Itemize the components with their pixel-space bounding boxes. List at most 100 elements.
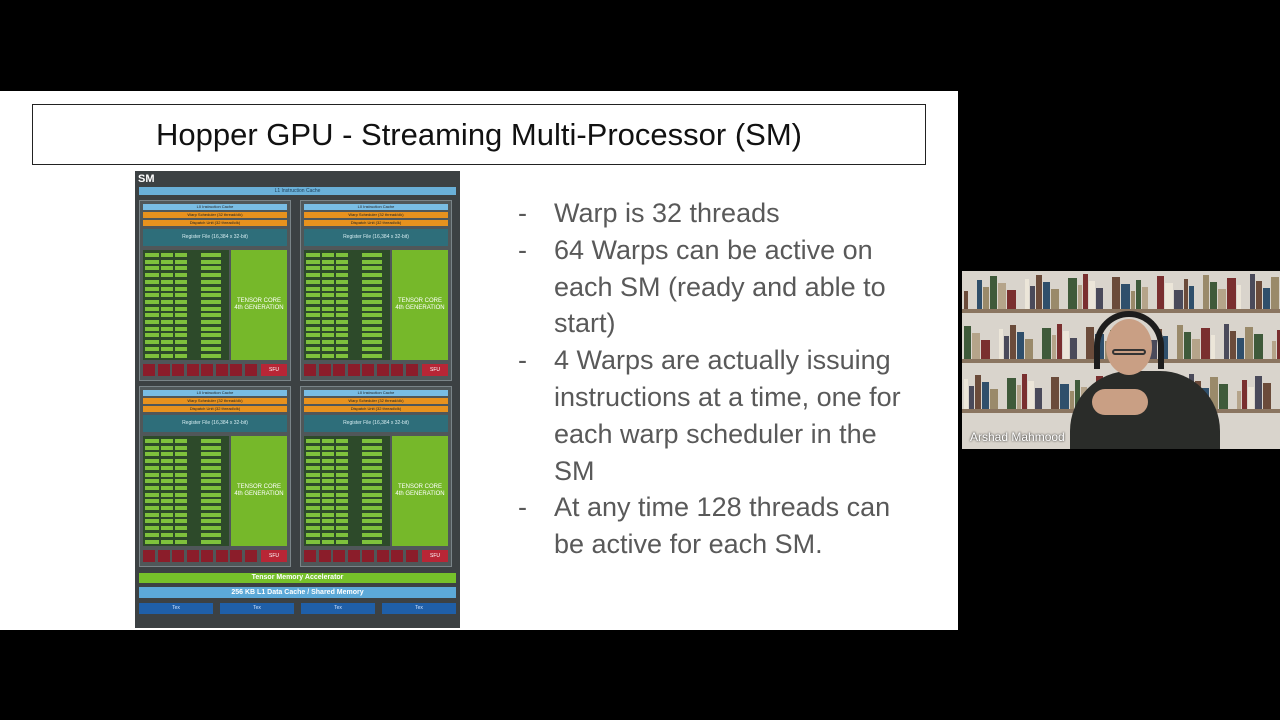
alu-cell [362, 445, 382, 450]
book [1068, 278, 1077, 309]
alu-cell [145, 459, 159, 464]
alu-cell [322, 340, 334, 345]
alu-cell [336, 279, 348, 284]
alu-cell [201, 459, 221, 464]
alu-cell [362, 279, 382, 284]
book [1165, 283, 1173, 309]
alu-cell [201, 472, 221, 477]
ld-st-unit [405, 364, 418, 376]
alu-cell [362, 353, 382, 358]
alu-cell [161, 532, 173, 537]
alu-cell [336, 519, 348, 524]
alu-cell [161, 452, 173, 457]
alu-cell [322, 286, 334, 291]
dispatch-unit: Dispatch Unit (32 thread/clk) [304, 406, 448, 412]
book [1112, 277, 1120, 309]
alu-cell [161, 439, 173, 443]
alu-cell [306, 465, 320, 470]
book [1022, 374, 1027, 409]
bullet-item: Warp is 32 threads [518, 195, 918, 232]
sm-diagram: SM L1 Instruction Cache L0 Instruction C… [135, 171, 460, 628]
alu-cell [336, 479, 348, 484]
alu-cell [201, 485, 221, 490]
bullet-item: 4 Warps are actually issuing instruction… [518, 342, 918, 489]
ld-st-unit [362, 364, 374, 376]
slide-title: Hopper GPU - Streaming Multi-Processor (… [156, 116, 802, 152]
alu-cell [336, 492, 348, 497]
book [1025, 279, 1029, 309]
book [998, 283, 1006, 309]
bullet-item: At any time 128 threads can be active fo… [518, 489, 918, 563]
dispatch-unit: Dispatch Unit (32 thread/clk) [143, 406, 287, 412]
alu-cell [145, 439, 159, 443]
alu-cell [322, 512, 334, 517]
ld-st-unit [318, 364, 331, 376]
alu-cell [201, 452, 221, 457]
ld-st-unit [157, 364, 170, 376]
alu-cell [306, 340, 320, 345]
alu-cell [201, 479, 221, 484]
book [1035, 388, 1042, 409]
book [1242, 380, 1247, 409]
book [1007, 378, 1016, 409]
register-file: Register File (16,384 x 32-bit) [304, 415, 448, 432]
book [1052, 335, 1056, 359]
alu-cell [161, 459, 173, 464]
alu-cell [322, 445, 334, 450]
alu-cell [322, 452, 334, 457]
alu-cell [161, 320, 173, 324]
alu-cell [161, 445, 173, 450]
alu-cell [362, 299, 382, 304]
alu-cell [322, 266, 334, 271]
ld-st-unit [201, 364, 213, 376]
book [983, 287, 989, 309]
alu-cell [362, 293, 382, 298]
ld-st-units [304, 364, 420, 376]
alu-cell [201, 320, 221, 324]
ld-st-unit [244, 550, 257, 562]
alu-cell [306, 526, 320, 531]
alu-cell [362, 479, 382, 484]
alu-cell [362, 452, 382, 457]
alu-cell [336, 472, 348, 477]
alu-cell [145, 299, 159, 304]
l0-instruction-cache: L0 Instruction Cache [143, 204, 287, 210]
alu-cell [336, 465, 348, 470]
tensor-core-label: TENSOR CORE [236, 484, 281, 490]
book [1078, 285, 1082, 309]
book [1096, 288, 1103, 309]
alu-cell [336, 499, 348, 504]
book [1218, 289, 1226, 309]
alu-cell [145, 512, 159, 517]
alu-cell [201, 465, 221, 470]
book [1070, 338, 1077, 359]
book [1043, 282, 1050, 309]
alu-cell [145, 313, 159, 318]
participant-video-tile[interactable]: Arshad Mahmood [962, 271, 1280, 449]
alu-cell [322, 306, 334, 311]
alu-cell [322, 273, 334, 278]
alu-cell [336, 313, 348, 318]
alu-cell [161, 526, 173, 531]
alu-cell [336, 286, 348, 291]
ld-st-unit [186, 364, 199, 376]
alu-cell [322, 279, 334, 284]
alu-cell [175, 340, 187, 345]
alu-cell [201, 340, 221, 345]
alu-cell [161, 472, 173, 477]
alu-cell [175, 273, 187, 278]
alu-cell [145, 519, 159, 524]
alu-cell [322, 526, 334, 531]
book [1051, 377, 1059, 409]
alu-cell [322, 519, 334, 524]
ld-st-unit [157, 550, 170, 562]
ld-st-units [143, 364, 259, 376]
alu-cell [306, 286, 320, 291]
alu-cell [336, 506, 348, 510]
alu-cell [362, 519, 382, 524]
ld-st-unit [347, 550, 360, 562]
alu-cell [322, 539, 334, 544]
ld-st-unit [143, 550, 155, 562]
alu-cell [322, 492, 334, 497]
alu-cell [322, 499, 334, 504]
